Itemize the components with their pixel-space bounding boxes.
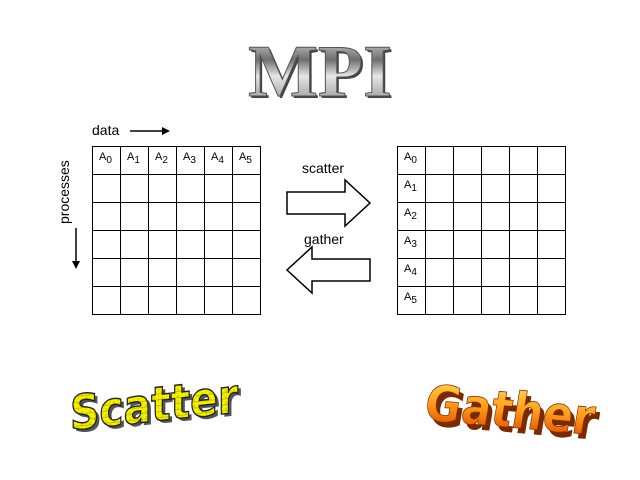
grid-cell [92, 202, 121, 231]
scatter-wordart: Scatter Scatter [69, 368, 241, 445]
grid-cell: A4 [397, 258, 426, 287]
grid-cell [204, 258, 233, 287]
grid-row: A5 [397, 286, 566, 315]
grid-row: A2 [397, 202, 566, 231]
grid-row [92, 286, 261, 315]
grid-cell [232, 202, 261, 231]
grid-cell: A0 [397, 146, 426, 175]
cell-label: A2 [404, 207, 417, 222]
cell-label: A5 [239, 151, 252, 166]
cell-label: A4 [211, 151, 224, 166]
cell-label: A5 [404, 291, 417, 306]
grid-cell [232, 286, 261, 315]
grid-cell [148, 202, 177, 231]
grid-cell [425, 286, 454, 315]
scatter-wordart-text: Scatter [70, 368, 238, 442]
cell-label: A3 [183, 151, 196, 166]
grid-cell [537, 230, 566, 259]
cell-label: A1 [127, 151, 140, 166]
left-data-grid: A0 A1 A2 A3 A4 A5 [92, 146, 261, 315]
title-text: MPI [248, 31, 392, 108]
cell-label: A0 [99, 151, 112, 166]
grid-cell [148, 174, 177, 203]
grid-cell [481, 174, 510, 203]
grid-cell [537, 146, 566, 175]
grid-row [92, 230, 261, 259]
cell-label: A1 [404, 179, 417, 194]
grid-cell [537, 286, 566, 315]
grid-cell [509, 202, 538, 231]
grid-cell [425, 174, 454, 203]
grid-row: A0 A1 A2 A3 A4 A5 [92, 146, 261, 175]
cell-label: A0 [404, 151, 417, 166]
grid-cell [453, 174, 482, 203]
mpi-title: MPI MPI [220, 28, 420, 116]
grid-cell: A5 [232, 146, 261, 175]
svg-text:MPI: MPI [250, 33, 394, 108]
processes-axis-arrowhead [72, 261, 80, 269]
cell-label: A3 [404, 235, 417, 250]
scatter-arrow-icon [286, 178, 372, 228]
grid-cell [453, 286, 482, 315]
grid-cell [481, 258, 510, 287]
grid-cell [481, 146, 510, 175]
grid-row [92, 202, 261, 231]
data-axis-arrowhead [162, 127, 170, 135]
grid-row [92, 174, 261, 203]
grid-cell [481, 202, 510, 231]
grid-cell [537, 258, 566, 287]
grid-cell [425, 258, 454, 287]
grid-cell [509, 174, 538, 203]
grid-cell [204, 202, 233, 231]
grid-cell: A4 [204, 146, 233, 175]
gather-label: gather [304, 231, 344, 247]
cell-label: A4 [404, 263, 417, 278]
grid-cell [148, 258, 177, 287]
grid-cell [176, 202, 205, 231]
grid-cell [537, 202, 566, 231]
grid-cell [120, 202, 149, 231]
grid-cell [425, 202, 454, 231]
gather-arrow-icon [285, 245, 371, 295]
grid-row: A3 [397, 230, 566, 259]
scatter-label: scatter [302, 160, 345, 176]
data-axis-label: data [92, 122, 120, 138]
cell-label: A2 [155, 151, 168, 166]
grid-row: A0 [397, 146, 566, 175]
grid-cell [204, 174, 233, 203]
gather-wordart: Gather Gather [426, 374, 601, 453]
